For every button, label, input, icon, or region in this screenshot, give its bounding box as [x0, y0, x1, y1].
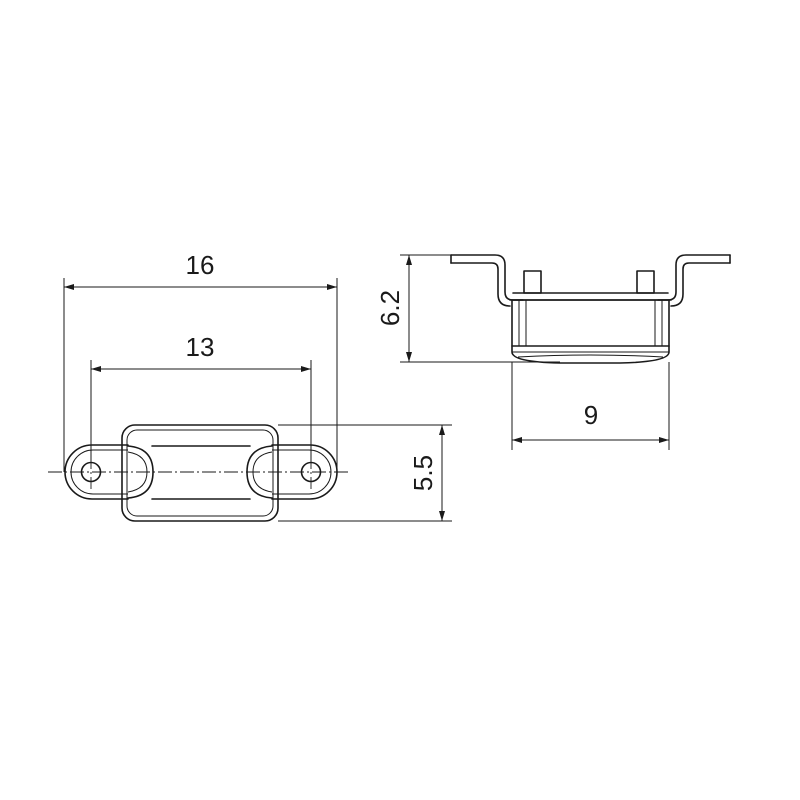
dimension-hole-spacing: 13 — [90, 332, 312, 462]
dimension-label-16: 16 — [186, 250, 215, 280]
side-housing-body — [511, 299, 670, 347]
dimension-label-6-2: 6.2 — [375, 290, 405, 326]
dimension-label-13: 13 — [186, 332, 215, 362]
right-flange — [657, 254, 731, 301]
dimension-label-9: 9 — [584, 400, 598, 430]
side-view — [450, 254, 731, 364]
top-view — [48, 424, 350, 522]
dimension-height: 6.2 — [375, 254, 560, 363]
left-rivet — [523, 270, 542, 294]
dimension-label-5-5: 5.5 — [408, 455, 438, 491]
dimension-width: 5.5 — [278, 424, 452, 522]
dimension-overall-length: 16 — [63, 250, 338, 472]
right-rivet — [636, 270, 655, 294]
left-flange — [450, 254, 524, 301]
dimension-depth: 9 — [511, 362, 670, 450]
housing-body — [121, 424, 279, 522]
